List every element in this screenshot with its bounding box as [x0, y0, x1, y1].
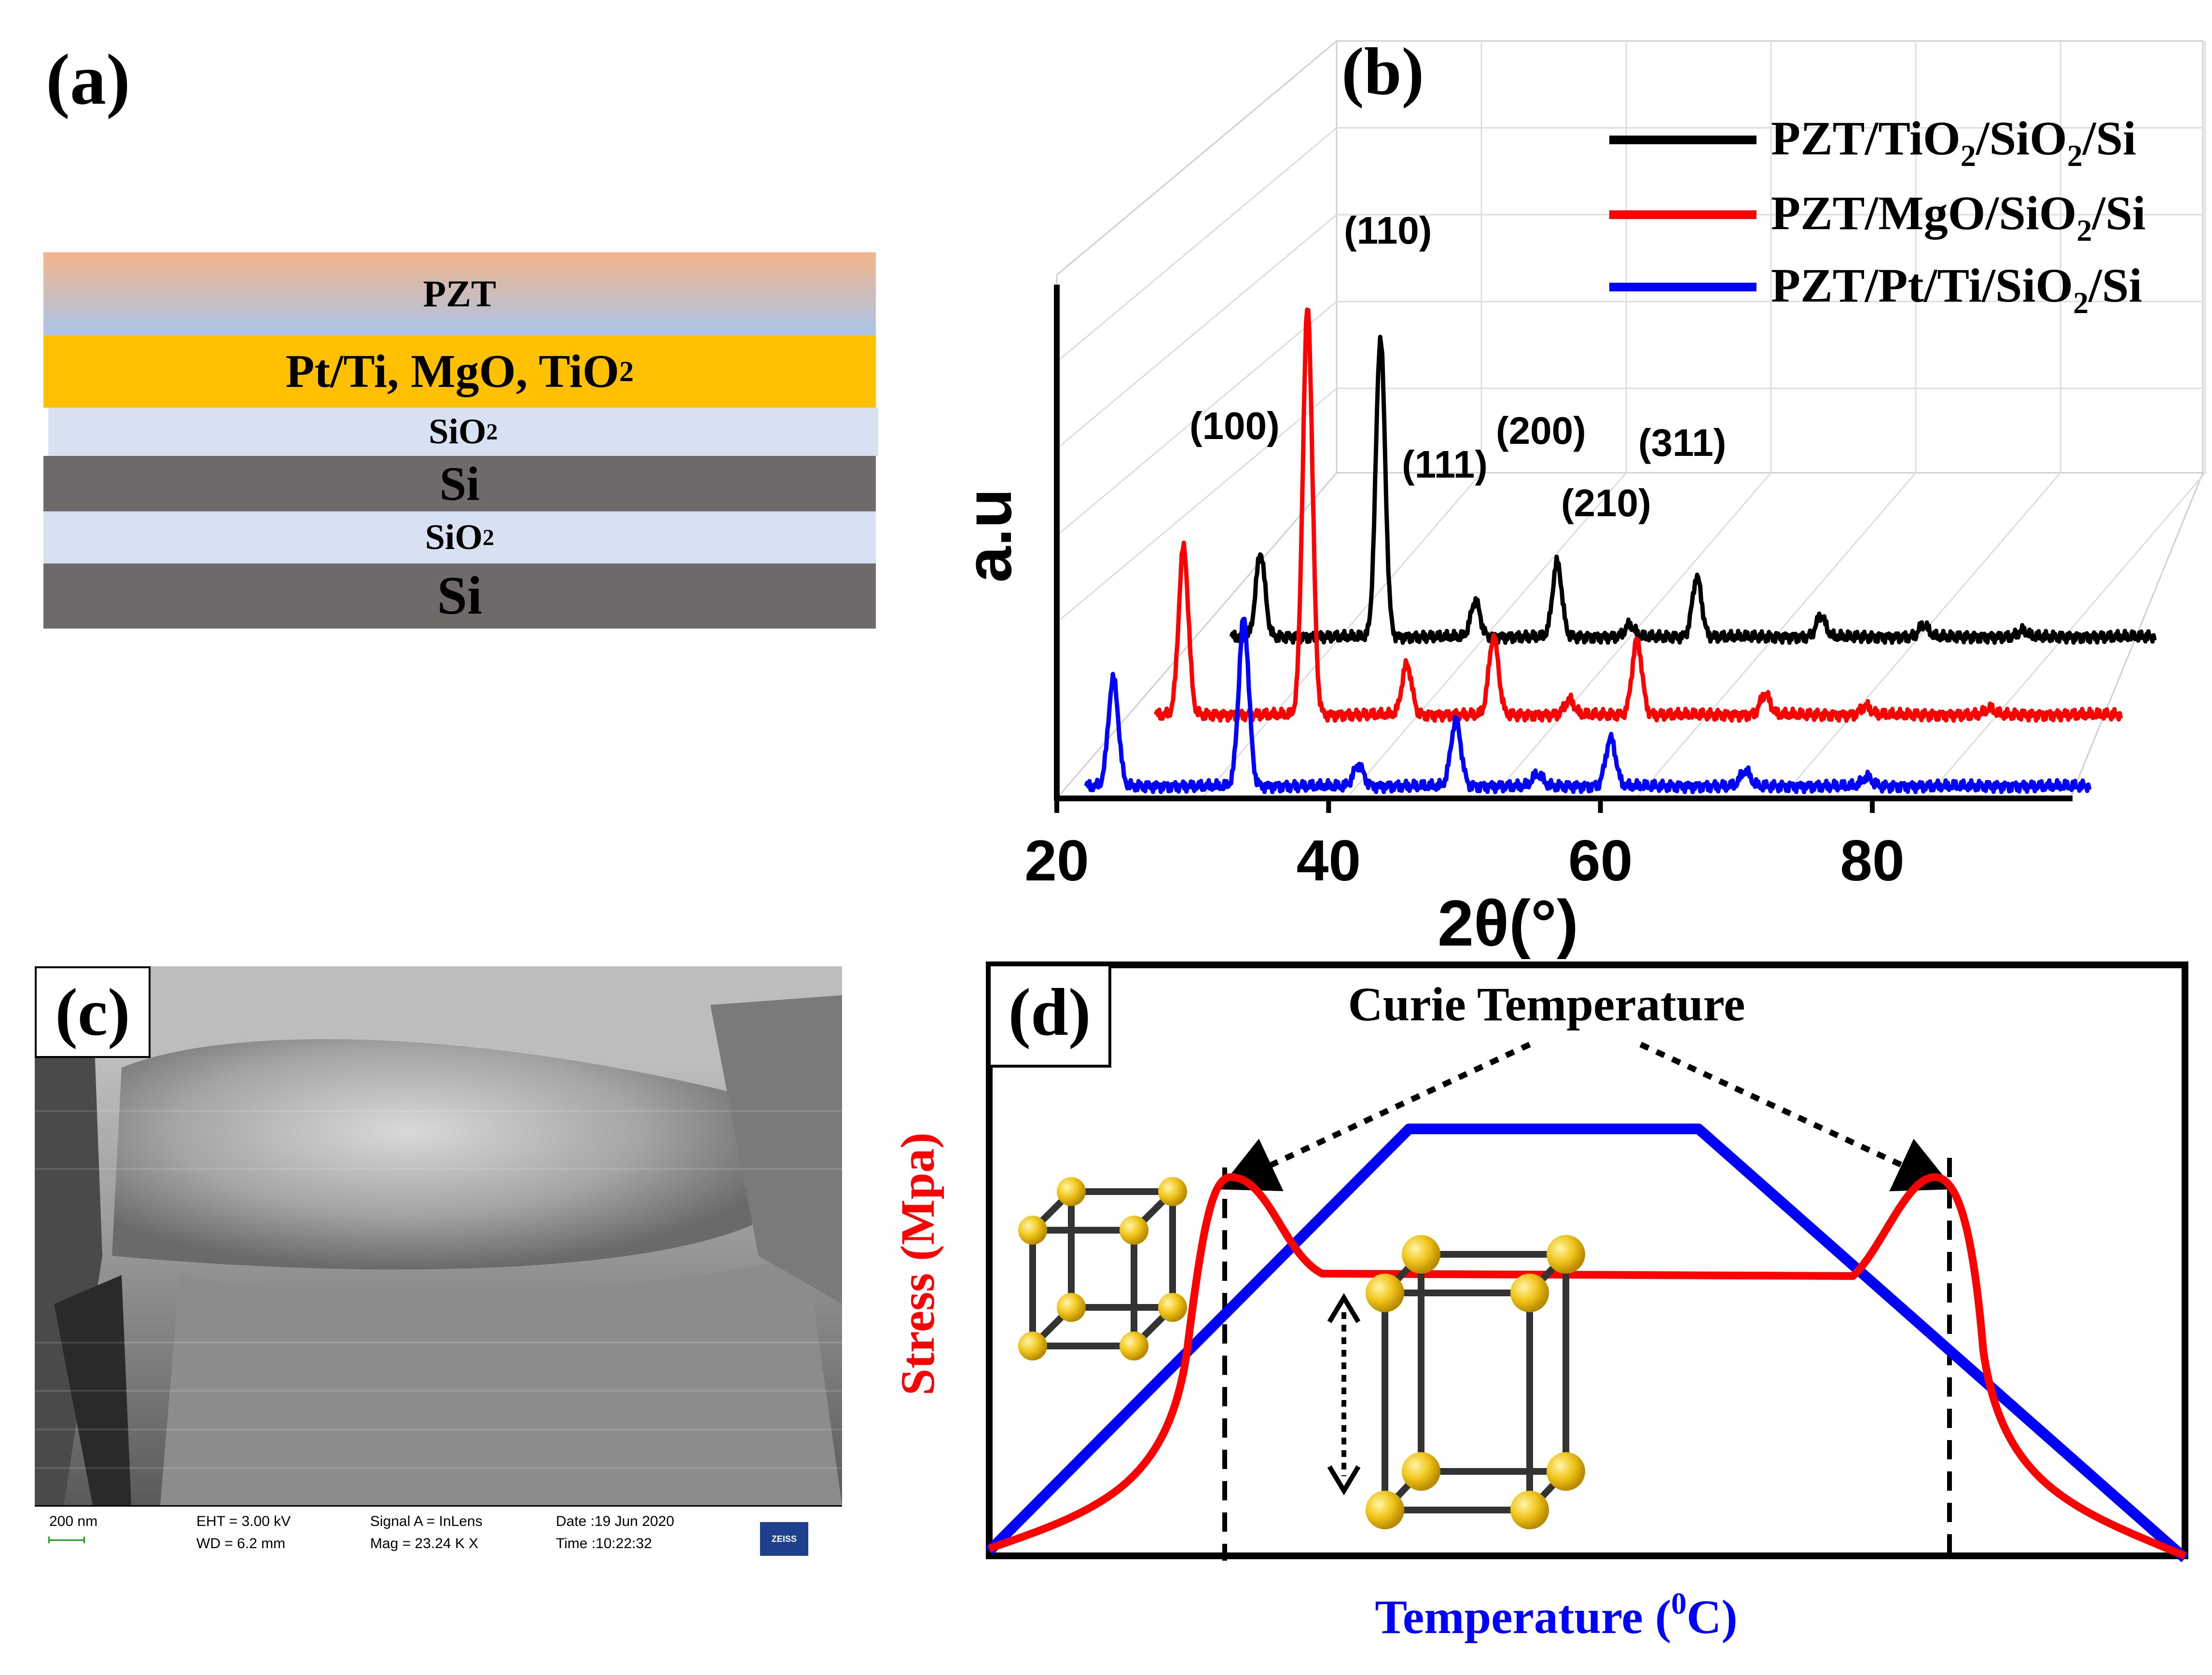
sem-time: Time :10:22:32 [556, 1536, 652, 1551]
peak-labels: (110) (100) (111) (200) (210) (311) [1189, 209, 1726, 524]
grid-line-floor [1490, 472, 1772, 799]
panel-d-label: (d) [1008, 975, 1091, 1050]
cubic-unit-cell [1029, 1188, 1176, 1349]
peak-label-100: (100) [1189, 404, 1280, 447]
sem-micrograph [35, 966, 842, 1505]
x-axis-title: 2θ(°) [1438, 887, 1578, 960]
layer-sio2-top-sub: 2 [486, 419, 498, 445]
sem-wd: WD = 6.2 mm [196, 1536, 286, 1551]
legend: PZT/TiO2/SiO2/Si PZT/MgO/SiO2/Si PZT/Pt/… [1609, 111, 2146, 320]
panel-c-label: (c) [35, 966, 151, 1058]
sem-eht: EHT = 3.00 kV [196, 1513, 291, 1529]
layer-sio2-bottom-sub: 2 [483, 524, 495, 550]
xrd-series-line-0 [1229, 334, 2157, 645]
tetragonal-atoms [1366, 1235, 1585, 1529]
legend-item-tio2: PZT/TiO2/SiO2/Si [1771, 111, 2136, 173]
xrd-series-line-1 [1154, 307, 2123, 723]
peak-label-210: (210) [1561, 481, 1651, 524]
curie-arrows [1218, 1042, 1954, 1192]
layer-pzt-label: PZT [423, 273, 497, 315]
sem-scale-text: 200 nm [49, 1513, 98, 1529]
y-axis-title: a.u [952, 488, 1025, 582]
panel-d-label-box [988, 963, 1111, 1068]
layer-si-top: Si [43, 456, 876, 511]
peak-label-111: (111) [1402, 443, 1488, 486]
x-tick-label: 60 [1568, 828, 1632, 893]
layer-buffer-sub: 2 [619, 355, 634, 387]
strain-arrow [1327, 1293, 1361, 1496]
grid-line-side [1056, 387, 1337, 623]
curie-label: Curie Temperature [1348, 977, 1745, 1031]
panel-d-frame [986, 961, 2188, 1559]
sem-image [35, 966, 842, 1569]
peak-label-311: (311) [1638, 421, 1726, 464]
temperature-axis-title: Temperature (0C) [1375, 1586, 1737, 1644]
sem-info-bar: 200 nm EHT = 3.00 kV WD = 6.2 mm Signal … [35, 1505, 842, 1569]
layer-pzt: PZT [43, 252, 876, 335]
xrd-chart: 20 40 60 80 a.u 2θ(°) (110) (100) (111) (20… [952, 34, 2206, 960]
layer-sio2-top-label: SiO [429, 412, 486, 452]
zeiss-logo: ZEISS [760, 1522, 808, 1556]
sem-signal: Signal A = InLens [370, 1513, 483, 1529]
sem-date: Date :19 Jun 2020 [556, 1513, 675, 1529]
layer-si-top-label: Si [439, 457, 480, 510]
layer-buffer-label: Pt/Ti, MgO, TiO [285, 345, 620, 398]
grid-line-floor [1780, 472, 2061, 799]
tetragonal-unit-cell [1382, 1251, 1569, 1513]
layer-si-bottom-label: Si [437, 566, 483, 626]
panel-b-label: (b) [1341, 34, 1424, 109]
legend-item-pt: PZT/Pt/Ti/SiO2/Si [1771, 259, 2142, 320]
xrd-axes [1054, 285, 2073, 801]
xrd-series-line-2 [1084, 617, 2092, 795]
xrd-series [1084, 307, 2157, 795]
grid-line-side [1056, 301, 1337, 536]
x-ticks: 20 40 60 80 [1024, 798, 1905, 893]
legend-item-mgo: PZT/MgO/SiO2/Si [1771, 186, 2146, 247]
sem-scale-bar [48, 1537, 85, 1543]
x-tick-label: 20 [1024, 828, 1089, 893]
cubic-atoms [1018, 1177, 1187, 1360]
layer-sio2-bottom-label: SiO [425, 517, 483, 557]
peak-label-200: (200) [1496, 409, 1586, 452]
grid-line-side [1056, 214, 1337, 450]
stress-axis-title: Stress (Mpa) [891, 1132, 944, 1395]
blue-curve [985, 1124, 2189, 1563]
x-tick-label: 80 [1840, 828, 1904, 893]
x-tick-label: 40 [1297, 828, 1361, 893]
grid-line-side [1056, 127, 1337, 363]
xrd-gridlines [1056, 41, 2206, 799]
layer-si-bottom: Si [43, 563, 876, 629]
panel-a-label: (a) [46, 40, 130, 120]
sem-mag: Mag = 23.24 K X [370, 1536, 479, 1551]
peak-label-110: (110) [1344, 209, 1432, 252]
red-curve [988, 1173, 2187, 1560]
curie-lines [1222, 1158, 1952, 1561]
